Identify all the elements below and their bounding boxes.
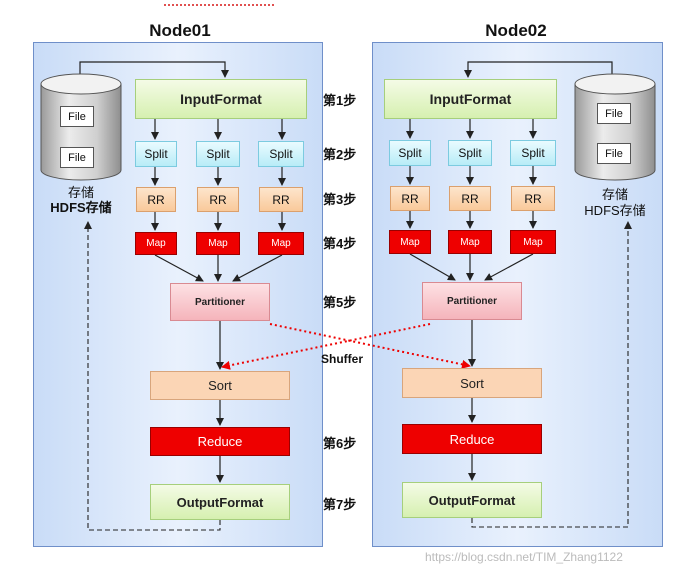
step-label-4: 第4步 [323,236,357,251]
node01-split-1: Split [135,141,177,167]
node02-storage-label: 存储 [601,187,628,202]
node02-hdfs-label: HDFS存储 [584,203,646,218]
node02-file-icon-2: File [597,143,631,164]
node01-map-3: Map [258,232,304,255]
top-dotted-mark [164,0,274,6]
node01-partitioner: Partitioner [170,283,270,321]
node02-rr-1: RR [390,186,430,211]
node01-input-format: InputFormat [135,79,307,119]
node01-rr-3: RR [259,187,303,212]
node01-map-1: Map [135,232,177,255]
node01-split-3: Split [258,141,304,167]
node01-file-icon-1: File [60,106,94,127]
step-label-5: 第5步 [323,295,357,310]
node01-split-2: Split [196,141,240,167]
node02-database-icon [574,73,656,181]
node01-file-icon-2: File [60,147,94,168]
step-label-6: 第6步 [323,436,357,451]
node02-file-icon-1: File [597,103,631,124]
node02-input-format: InputFormat [384,79,557,119]
node02-map-3: Map [510,230,556,254]
node01-storage-label: 存储 [67,185,94,200]
node02-sort: Sort [402,368,542,398]
step-label-3: 第3步 [323,192,357,207]
watermark: https://blog.csdn.net/TIM_Zhang1122 [425,550,623,564]
node02-split-2: Split [448,140,492,166]
node02-output-format: OutputFormat [402,482,542,518]
node01-sort: Sort [150,371,290,400]
node02-partitioner: Partitioner [422,282,522,320]
step-label-7: 第7步 [323,497,357,512]
node02-reduce: Reduce [402,424,542,454]
node02-map-2: Map [448,230,492,254]
node02-rr-2: RR [449,186,491,211]
node01-reduce: Reduce [150,427,290,456]
node02-map-1: Map [389,230,431,254]
step-label-1: 第1步 [323,93,357,108]
node02-split-3: Split [510,140,556,166]
node01-rr-2: RR [197,187,239,212]
node01-hdfs-label: HDFS存储 [50,200,112,215]
node01-title: Node01 [149,21,211,40]
node02-rr-3: RR [511,186,555,211]
node02-title: Node02 [485,21,547,40]
node01-map-2: Map [196,232,240,255]
step-label-2: 第2步 [323,147,357,162]
node01-output-format: OutputFormat [150,484,290,520]
node02-split-1: Split [389,140,431,166]
node01-rr-1: RR [136,187,176,212]
shuffle-label: Shuffer [321,352,363,366]
